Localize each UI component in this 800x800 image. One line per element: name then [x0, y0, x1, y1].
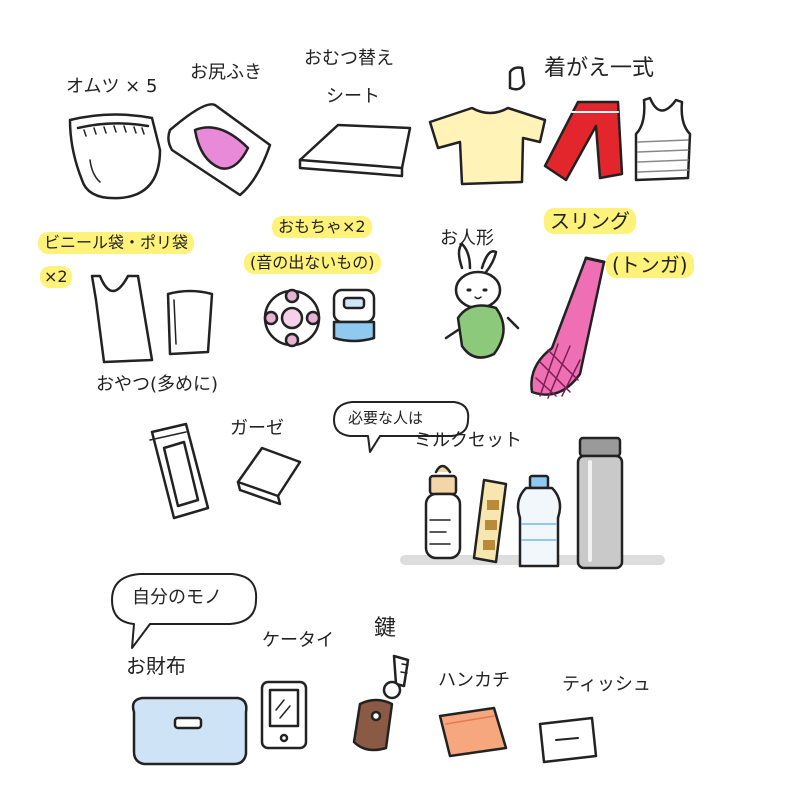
label-toys-note: (音の出ないもの)	[244, 252, 381, 274]
poly-bag-icon	[166, 289, 214, 356]
label-diapers: オムツ × 5	[66, 76, 158, 97]
pants-icon	[543, 100, 624, 182]
label-phone: ケータイ	[262, 630, 334, 651]
label-changing-sheet: おむつ替え	[304, 48, 394, 69]
label-tissue: ティッシュ	[562, 674, 651, 695]
tank-top-icon	[634, 96, 692, 182]
plastic-bag-icon	[90, 274, 154, 364]
label-snacks: おやつ(多めに)	[96, 374, 219, 395]
phone-icon	[260, 680, 308, 750]
gauze-icon	[236, 446, 302, 506]
formula-sticks-icon	[472, 478, 508, 564]
label-sling: スリング	[544, 208, 636, 234]
label-wipes: お尻ふき	[190, 62, 262, 83]
tissue-pack-icon	[538, 716, 598, 764]
label-key: 鍵	[374, 616, 397, 641]
key-icon	[352, 654, 410, 752]
water-bottle-icon	[516, 474, 562, 568]
ball-toy-icon	[263, 288, 321, 348]
sock-icon	[508, 66, 526, 91]
label-gauze: ガーゼ	[230, 418, 284, 439]
label-toys: おもちゃ×2	[272, 216, 372, 238]
diaper-icon	[68, 113, 162, 200]
tshirt-icon	[428, 106, 547, 186]
personal-bubble-shape	[111, 573, 258, 649]
label-handkerchief: ハンカチ	[438, 670, 510, 691]
bubble-personal-items: 自分のモノ	[132, 587, 222, 608]
label-plastic-bags: ビニール袋・ポリ袋	[38, 232, 195, 254]
baby-bottle-icon	[424, 464, 462, 560]
sling-icon	[530, 256, 606, 399]
label-milk-set: ミルクセット	[414, 430, 522, 451]
snack-pack-icon	[149, 422, 210, 520]
wallet-icon	[131, 696, 248, 766]
rattle-toy-icon	[332, 288, 376, 343]
label-changing-sheet-2: シート	[326, 86, 380, 107]
handkerchief-icon	[438, 706, 508, 758]
label-sling-note: (トンガ)	[606, 252, 694, 278]
changing-sheet-icon	[298, 123, 412, 178]
thermos-icon	[576, 436, 624, 570]
label-wallet: お財布	[126, 654, 186, 678]
bubble-if-needed: 必要な人は	[348, 409, 424, 427]
label-clothes-set: 着がえ一式	[544, 56, 655, 81]
label-plastic-bags-count: ×2	[40, 266, 72, 288]
wipes-pack-icon	[167, 103, 272, 197]
if-needed-bubble-shape	[333, 401, 470, 453]
rabbit-doll-icon	[444, 242, 520, 359]
label-doll: お人形	[440, 228, 494, 249]
